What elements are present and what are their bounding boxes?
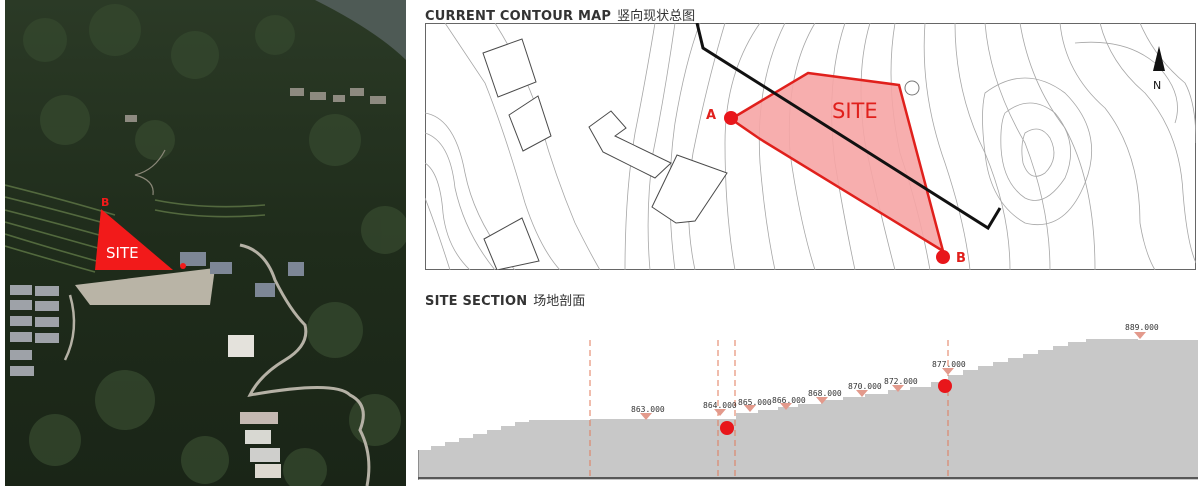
- photo-point-b: B: [101, 196, 109, 209]
- photo-point-a-marker: [180, 263, 186, 269]
- village-mid: [180, 252, 304, 297]
- buildings: [482, 38, 728, 270]
- elev-marker-889: [1134, 332, 1146, 339]
- site-section: 863.000 864.000 865.000 866.000 868.000 …: [418, 323, 1198, 480]
- elev-label-872: 872.000: [884, 377, 918, 386]
- contour-map-title-en: CURRENT CONTOUR MAP: [425, 9, 612, 24]
- photo-site-triangle: [95, 209, 173, 270]
- winding-road: [239, 243, 371, 486]
- left-road: [63, 294, 76, 361]
- elev-marker-863: [640, 413, 652, 420]
- building-3: [588, 110, 672, 179]
- house-cluster: [228, 335, 281, 478]
- point-a-label: A: [706, 108, 716, 123]
- village-upper: [125, 88, 386, 122]
- elev-label-866: 866.000: [772, 396, 806, 405]
- village-left: [10, 285, 59, 376]
- elevation-markers: [640, 332, 1146, 420]
- building-2: [508, 95, 552, 152]
- plaza: [75, 268, 215, 305]
- elev-marker-877: [942, 368, 954, 375]
- site-section-heading: SITE SECTION 场地剖面: [425, 290, 585, 309]
- elev-marker-868: [816, 397, 828, 404]
- elev-label-863: 863.000: [631, 405, 665, 414]
- point-b-label: B: [956, 251, 966, 266]
- contour-map-heading: CURRENT CONTOUR MAP 竖向现状总图: [425, 5, 695, 24]
- section-point-b-marker: [938, 379, 952, 393]
- building-4: [651, 154, 728, 224]
- tree-symbol: [904, 80, 920, 96]
- elev-marker-865: [744, 405, 756, 412]
- elev-marker-870: [856, 390, 868, 397]
- site-boundary: [728, 71, 946, 254]
- section-point-a-marker: [720, 421, 734, 435]
- point-b-marker: [936, 250, 950, 264]
- building-5: [483, 217, 540, 270]
- elev-label-877: 877.000: [932, 360, 966, 369]
- north-label: N: [1153, 79, 1161, 92]
- elev-label-868: 868.000: [808, 389, 842, 398]
- elev-label-865: 865.000: [738, 398, 772, 407]
- site-section-title-en: SITE SECTION: [425, 294, 528, 309]
- upper-path: [134, 149, 166, 196]
- elev-label-864: 864.000: [703, 401, 737, 410]
- north-arrow-icon: [1153, 46, 1165, 71]
- aerial-photo: SITE B: [5, 0, 406, 486]
- section-cut-line: [695, 23, 1002, 231]
- sky-haze: [315, 0, 406, 60]
- elev-label-870: 870.000: [848, 382, 882, 391]
- elev-marker-872: [892, 385, 904, 392]
- ground-profile: [418, 339, 1198, 480]
- building-1: [482, 38, 537, 98]
- photo-site-label: SITE: [106, 244, 139, 262]
- point-a-marker: [724, 111, 738, 125]
- map-site-label: SITE: [832, 99, 878, 123]
- elev-marker-864: [714, 409, 726, 416]
- site-section-title-cn: 场地剖面: [533, 294, 586, 309]
- elev-label-889: 889.000: [1125, 323, 1159, 332]
- elev-marker-866: [780, 403, 792, 410]
- contour-map-title-cn: 竖向现状总图: [617, 9, 696, 24]
- contour-map: A B SITE N: [425, 23, 1196, 270]
